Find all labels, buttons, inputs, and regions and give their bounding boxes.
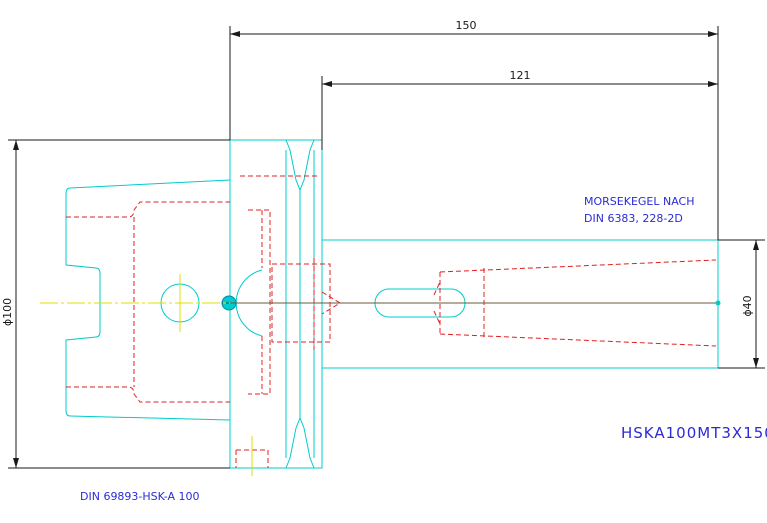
v-groove-bottom: [285, 416, 315, 469]
dimension-arrows: [13, 31, 759, 468]
hsk-taper-outline: [65, 179, 231, 421]
dim-100-text: ϕ100: [1, 298, 14, 326]
v-groove-top: [285, 139, 315, 192]
hidden-cavity: [66, 201, 230, 403]
arrow-121-left: [322, 81, 332, 87]
part-outline: [65, 139, 719, 469]
arrow-121-right: [708, 81, 718, 87]
shank-end-dot: [715, 300, 721, 306]
arrow-100-top: [13, 140, 19, 150]
morse-note-line1: MORSEKEGEL NACH: [584, 195, 695, 208]
arrow-150-right: [708, 31, 718, 37]
arrow-150-left: [230, 31, 240, 37]
hidden-bottom-bore: [235, 449, 269, 468]
dimensions: [8, 26, 765, 469]
hidden-screw: [271, 258, 341, 350]
arrow-40-top: [753, 240, 759, 250]
center-lines: [40, 274, 720, 476]
dim-121-text: 121: [510, 69, 531, 82]
shank-outline: [322, 239, 719, 369]
dim-40-text: ϕ40: [741, 295, 754, 316]
hidden-cavity-flange: [240, 175, 320, 395]
flange-body: [229, 139, 323, 469]
morse-note-line2: DIN 6383, 228-2D: [584, 212, 683, 225]
dim-150-text: 150: [456, 19, 477, 32]
hidden-morse-taper: [433, 259, 717, 347]
part-number: HSKA100MT3X150: [621, 424, 767, 442]
arrow-40-bottom: [753, 358, 759, 368]
arrow-100-bottom: [13, 458, 19, 468]
standard-note: DIN 69893-HSK-A 100: [80, 490, 199, 503]
